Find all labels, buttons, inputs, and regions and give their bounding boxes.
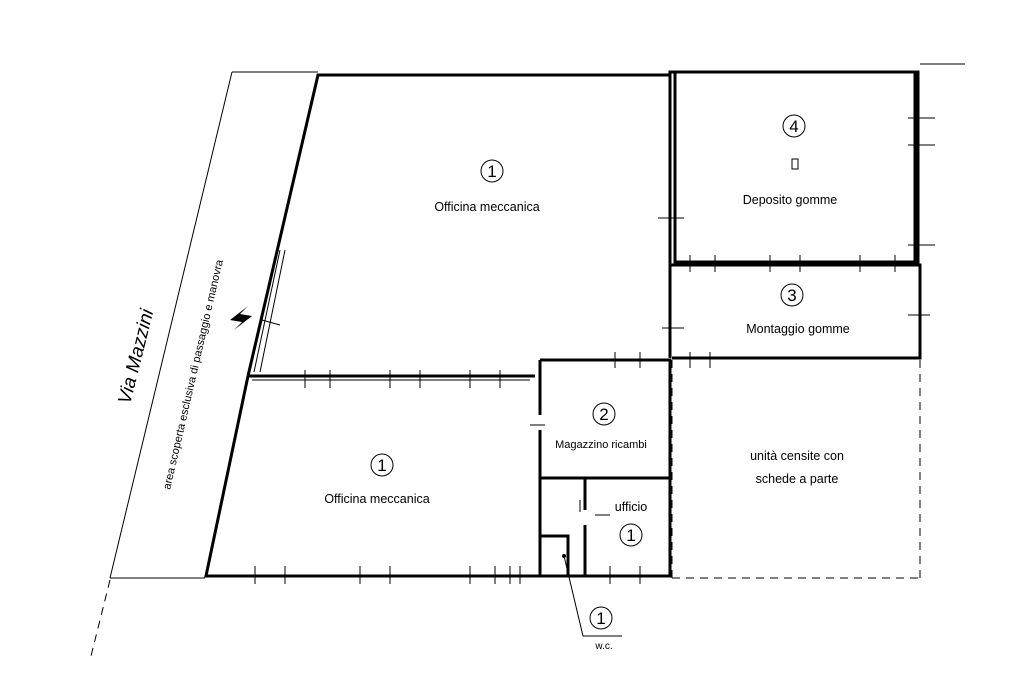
- room-number: 2: [599, 405, 608, 424]
- room-number: 1: [377, 456, 386, 475]
- site-lines: [89, 63, 965, 661]
- room-number: 1: [596, 609, 605, 628]
- room-label: Magazzino ricambi: [555, 439, 647, 451]
- room-label: ufficio: [615, 500, 647, 514]
- building-walls: [204, 70, 922, 578]
- room-number: 1: [487, 162, 496, 181]
- svg-text:unità censite con: unità censite con: [750, 449, 844, 463]
- street-name: Via Mazzini: [114, 306, 158, 406]
- room-montaggio: 3 Montaggio gomme: [746, 283, 850, 336]
- room-label: Deposito gomme: [743, 193, 838, 207]
- room-number: 1: [626, 526, 635, 545]
- room-officina-bottom: 1 Officina meccanica: [324, 453, 430, 506]
- room-number: 4: [789, 117, 798, 136]
- outdoor-area-label: area scoperta esclusiva di passaggio e m…: [161, 258, 226, 491]
- room-label: w.c.: [594, 641, 612, 652]
- window-marks: [254, 117, 935, 584]
- room-officina-top: 1 Officina meccanica: [434, 159, 540, 214]
- room-deposito: 4 Deposito gomme: [743, 114, 838, 207]
- entrance-arrow-icon: [230, 306, 252, 330]
- room-wc: 1 w.c.: [562, 554, 622, 652]
- room-magazzino: 2 Magazzino ricambi: [555, 402, 647, 451]
- svg-text:schede a parte: schede a parte: [756, 472, 839, 486]
- room-label: Officina meccanica: [324, 492, 429, 506]
- room-label: Officina meccanica: [434, 200, 539, 214]
- room-label: Montaggio gomme: [746, 322, 850, 336]
- room-ufficio: ufficio 1: [615, 500, 647, 547]
- room-number: 3: [787, 286, 796, 305]
- other-units-note: unità censite con schede a parte: [750, 449, 844, 486]
